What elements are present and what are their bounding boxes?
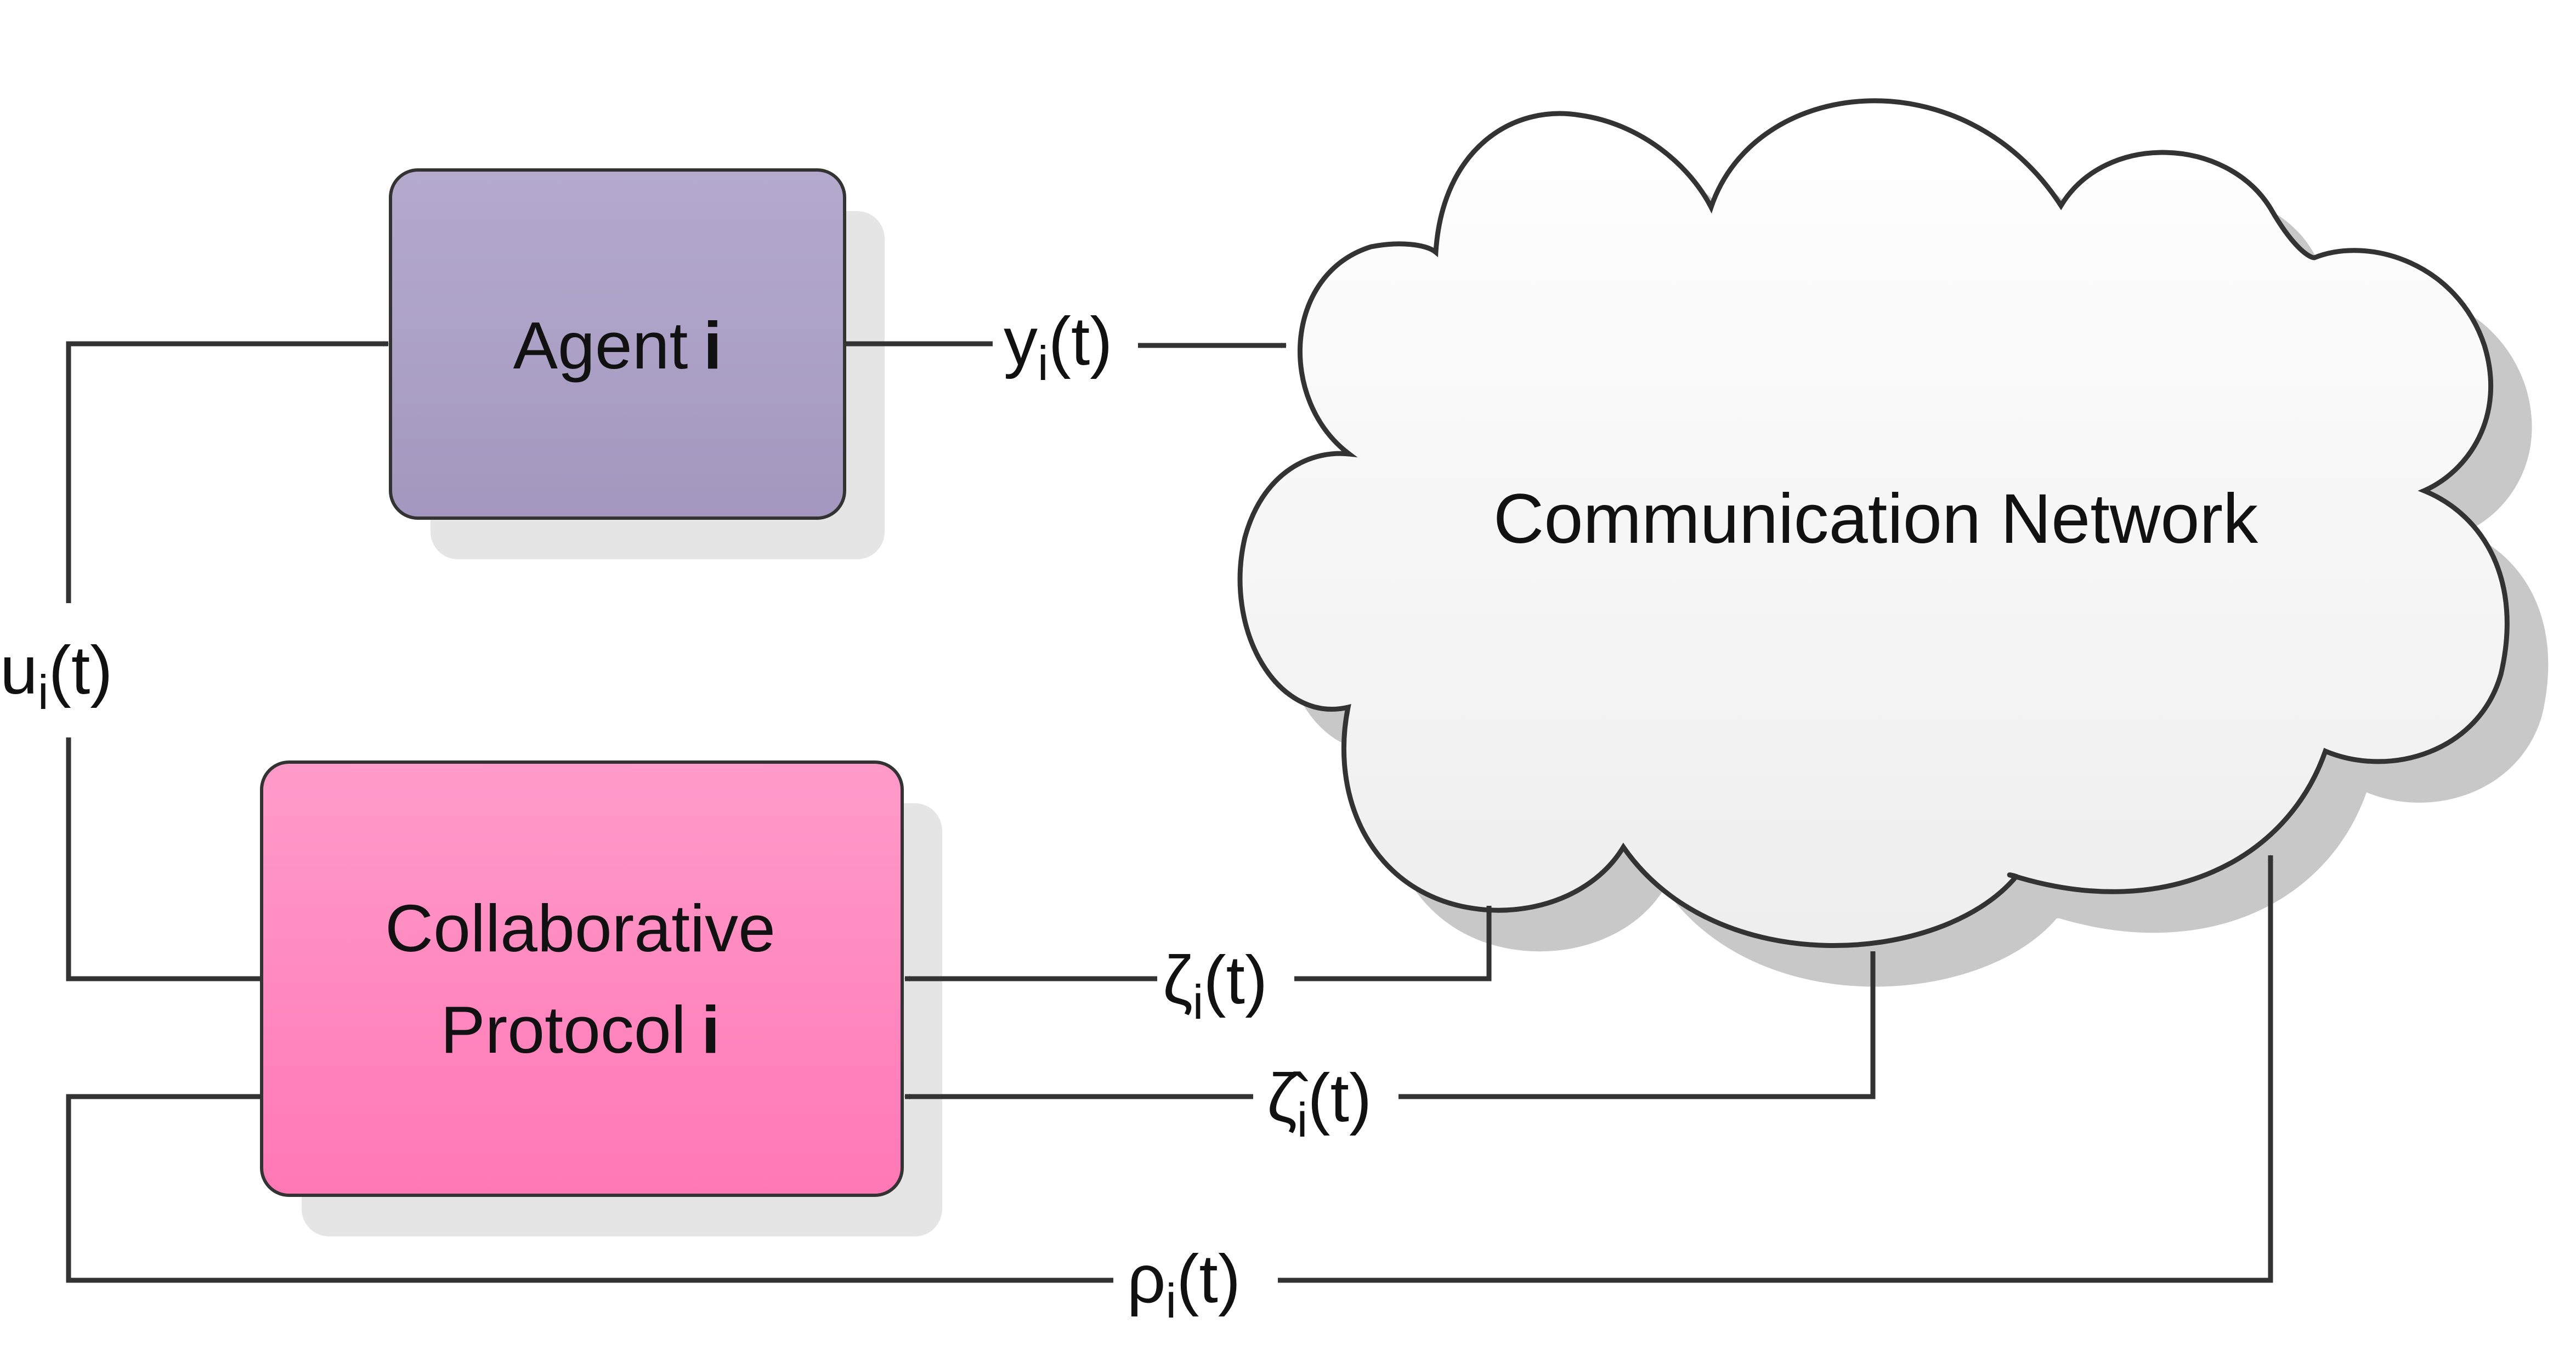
u-wire-top <box>66 341 389 603</box>
protocol-box[interactable] <box>260 760 904 1197</box>
zeta-hat-signal-label: ζ̂i(t) <box>1267 1060 1372 1147</box>
protocol-index: i <box>701 992 720 1067</box>
u-wire-bottom <box>66 737 262 981</box>
rho-signal-label: ρi(t) <box>1127 1241 1241 1328</box>
agent-label-text: Agent <box>513 308 688 383</box>
rho-wire-left <box>66 1094 1113 1283</box>
protocol-label-text: Protocol <box>440 992 686 1067</box>
u-signal-label: ui(t) <box>0 633 113 719</box>
protocol-box-label-line1: Collaborative <box>385 891 775 966</box>
rho-wire-right <box>1278 855 2273 1283</box>
y-signal-label: yi(t) <box>1004 304 1113 390</box>
network-label: Communication Network <box>1493 480 2258 558</box>
zeta-signal-label: ζi(t) <box>1163 943 1267 1029</box>
zeta-hat-wire-right <box>1399 951 1876 1099</box>
zeta-wire-right <box>1294 906 1492 981</box>
agent-index: i <box>703 308 722 383</box>
